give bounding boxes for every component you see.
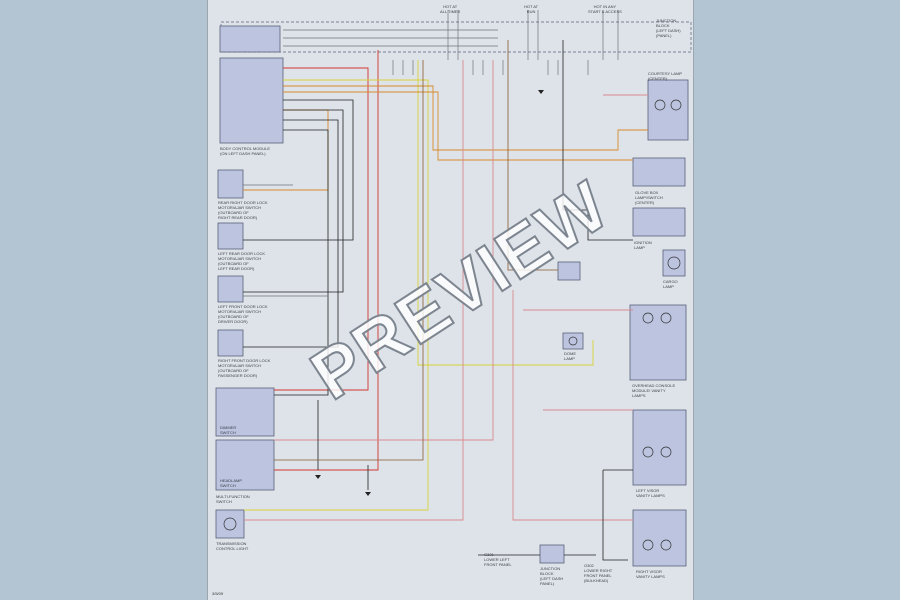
right-visor-lamp-label: RIGHT VISOR VANITY LAMPS bbox=[636, 569, 665, 579]
wiring-diagram bbox=[215, 10, 692, 567]
dome-lamp-label: DOME LAMP bbox=[564, 351, 576, 361]
ground-right-label: G302 LOWER RIGHT FRONT PANEL (BULKHEAD) bbox=[584, 563, 613, 583]
body-control-module-label: BODY CONTROL MODULE (ON LEFT DASH PANEL) bbox=[220, 146, 271, 156]
relay-box bbox=[557, 261, 581, 281]
junction-block-bottom bbox=[539, 544, 565, 564]
junction-block-label: JUNCTION BLOCK (LEFT DASH PANEL) bbox=[540, 566, 564, 586]
fuse-block-frame bbox=[220, 21, 692, 53]
header-hot-start-access: HOT IN ANY START & ACCESS bbox=[588, 4, 622, 14]
cargo-lamp-label: CARGO LAMP bbox=[663, 279, 678, 289]
lamp-symbols bbox=[223, 99, 682, 551]
dome-switch-box bbox=[562, 332, 584, 350]
left-rear-door-switch-label: LEFT REAR DOOR LOCK MOTOR/AJAR SWITCH (O… bbox=[218, 251, 266, 271]
cargo-lamp-box bbox=[632, 207, 686, 237]
left-front-door-switch-box bbox=[217, 275, 244, 303]
ignition-lamp-label: IGNITION LAMP bbox=[634, 240, 652, 250]
dimmer-switch-label: DIMMER SWITCH bbox=[220, 425, 237, 435]
transmission-light-box bbox=[215, 509, 245, 539]
right-visor-lamp-box bbox=[632, 509, 687, 567]
ground-left-label: G301 LOWER LEFT FRONT PANEL bbox=[484, 552, 512, 567]
left-front-door-switch-label: LEFT FRONT DOOR LOCK MOTOR/AJAR SWITCH (… bbox=[218, 304, 268, 324]
overhead-console-label: OVERHEAD CONSOLE MODULE/ VANITY LAMPS bbox=[632, 383, 676, 398]
rear-right-door-switch-box bbox=[217, 169, 244, 199]
overhead-console-box bbox=[629, 304, 687, 381]
page-number: 3/5/09 bbox=[212, 591, 224, 596]
ground-symbols bbox=[315, 90, 544, 496]
wires-yellow bbox=[244, 60, 594, 511]
right-front-door-switch-box bbox=[217, 329, 244, 357]
body-control-module-box bbox=[219, 57, 284, 144]
header-hot-run: HOT AT RUN bbox=[524, 4, 539, 14]
glove-box-lamp-box bbox=[632, 157, 686, 187]
wires-red bbox=[274, 50, 379, 471]
left-visor-lamp-box bbox=[632, 409, 687, 486]
wires-pink bbox=[244, 60, 648, 521]
headlamp-switch-box bbox=[215, 439, 275, 491]
courtesy-lamp-label: COURTESY LAMP (CENTER) bbox=[648, 71, 683, 81]
left-visor-lamp-label: LEFT VISOR VANITY LAMPS bbox=[636, 488, 665, 498]
courtesy-lamp-box bbox=[647, 79, 689, 141]
rear-right-door-switch-label: REAR RIGHT DOOR LOCK MOTOR/AJAR SWITCH (… bbox=[218, 200, 268, 220]
right-front-door-switch-label: RIGHT FRONT DOOR LOCK MOTOR/AJAR SWITCH … bbox=[218, 358, 271, 378]
header-hot-all-times: HOT AT ALL TIMES bbox=[440, 4, 461, 14]
diagram-sheet: HOT AT ALL TIMES HOT AT RUN HOT IN ANY S… bbox=[207, 0, 694, 600]
transmission-control-light-label: TRANSMISSION CONTROL LIGHT bbox=[216, 541, 249, 551]
wires-black bbox=[243, 40, 633, 561]
multi-function-switch-label: MULTI-FUNCTION SWITCH bbox=[216, 494, 250, 504]
wires-brown bbox=[274, 40, 558, 461]
dome-lamp-box bbox=[662, 249, 686, 277]
wires-gray bbox=[243, 10, 619, 297]
glove-box-lamp-label: GLOVE BOX LAMP/SWITCH (CENTER) bbox=[635, 190, 663, 205]
dimmer-switch-box bbox=[215, 387, 275, 437]
headlamp-switch-label: HEADLAMP SWITCH bbox=[220, 478, 243, 488]
left-rear-door-switch-box bbox=[217, 222, 244, 250]
left-connector-box bbox=[219, 25, 281, 53]
fuse-block-label: JUNCTION BLOCK (LEFT DASH) (PANEL) bbox=[656, 18, 681, 38]
